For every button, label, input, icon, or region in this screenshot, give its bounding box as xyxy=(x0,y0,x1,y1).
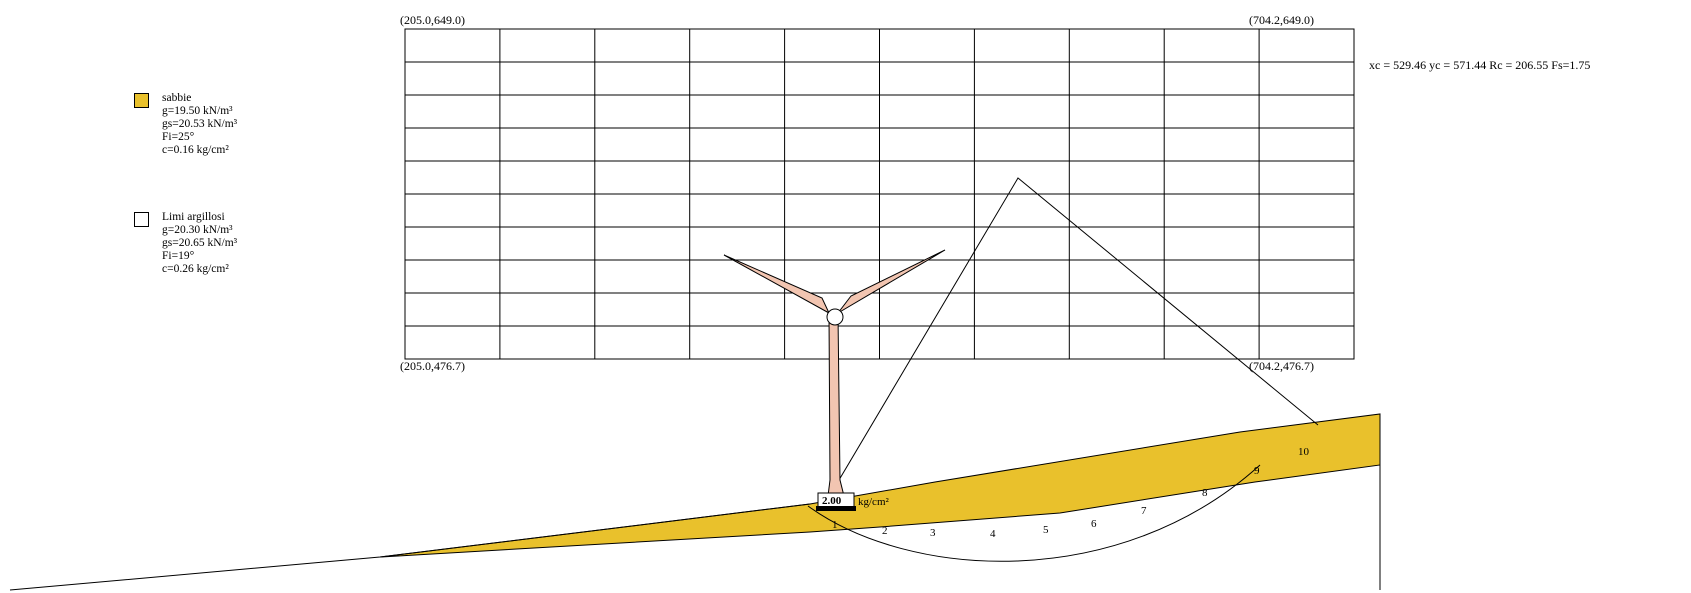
analysis-result: xc = 529.46 yc = 571.44 Rc = 206.55 Fs=1… xyxy=(1369,58,1591,72)
grid-corner-top-left: (205.0,649.0) xyxy=(400,13,465,27)
turbine-hub xyxy=(826,308,844,326)
clay-swatch xyxy=(134,212,149,227)
load-value: 2.00 xyxy=(822,495,842,507)
slice-label-9: 9 xyxy=(1254,465,1260,477)
turbine-tower xyxy=(827,314,845,497)
turbine-blade-left xyxy=(723,254,831,315)
legend-clay-gs: gs=20.65 kN/m³ xyxy=(162,237,238,249)
legend-sand-fi: Fi=25° xyxy=(162,131,195,143)
slice-labels: 1 2 3 4 5 6 7 8 9 10 xyxy=(832,446,1310,540)
load-unit: kg/cm² xyxy=(858,496,889,508)
slice-label-6: 6 xyxy=(1091,518,1097,530)
legend-clay-name: Limi argillosi xyxy=(162,211,225,223)
legend-clay-fi: Fi=19° xyxy=(162,250,195,262)
slice-label-3: 3 xyxy=(930,527,936,539)
sand-swatch xyxy=(134,93,149,108)
legend-sand-gs: gs=20.53 kN/m³ xyxy=(162,118,238,130)
grid-corner-top-right: (704.2,649.0) xyxy=(1249,13,1314,27)
slice-label-7: 7 xyxy=(1141,505,1147,517)
slice-label-4: 4 xyxy=(990,528,996,540)
legend-sand-c: c=0.16 kg/cm² xyxy=(162,144,229,156)
grid-corner-bottom-left: (205.0,476.7) xyxy=(400,359,465,373)
ground-surface-line xyxy=(9,503,811,591)
grid-corner-bottom-right: (704.2,476.7) xyxy=(1249,359,1314,373)
slice-label-5: 5 xyxy=(1043,524,1049,536)
sand-layer xyxy=(379,413,1381,558)
legend-clay-g: g=20.30 kN/m³ xyxy=(162,224,233,236)
slice-label-1: 1 xyxy=(832,519,838,531)
center-search-grid xyxy=(404,28,1355,360)
legend-sand-name: sabbie xyxy=(162,92,192,104)
slice-label-8: 8 xyxy=(1202,487,1208,499)
turbine-foundation-base xyxy=(816,506,856,511)
slice-label-10: 10 xyxy=(1298,446,1310,458)
slice-label-2: 2 xyxy=(882,525,888,537)
slip-surface-arc xyxy=(807,464,1261,562)
slip-circle-radius-lines xyxy=(822,177,1319,508)
turbine-blade-right xyxy=(837,249,946,314)
wind-turbine xyxy=(723,249,946,511)
legend-sand-g: g=19.50 kN/m³ xyxy=(162,105,233,117)
legend-clay-c: c=0.26 kg/cm² xyxy=(162,263,229,275)
